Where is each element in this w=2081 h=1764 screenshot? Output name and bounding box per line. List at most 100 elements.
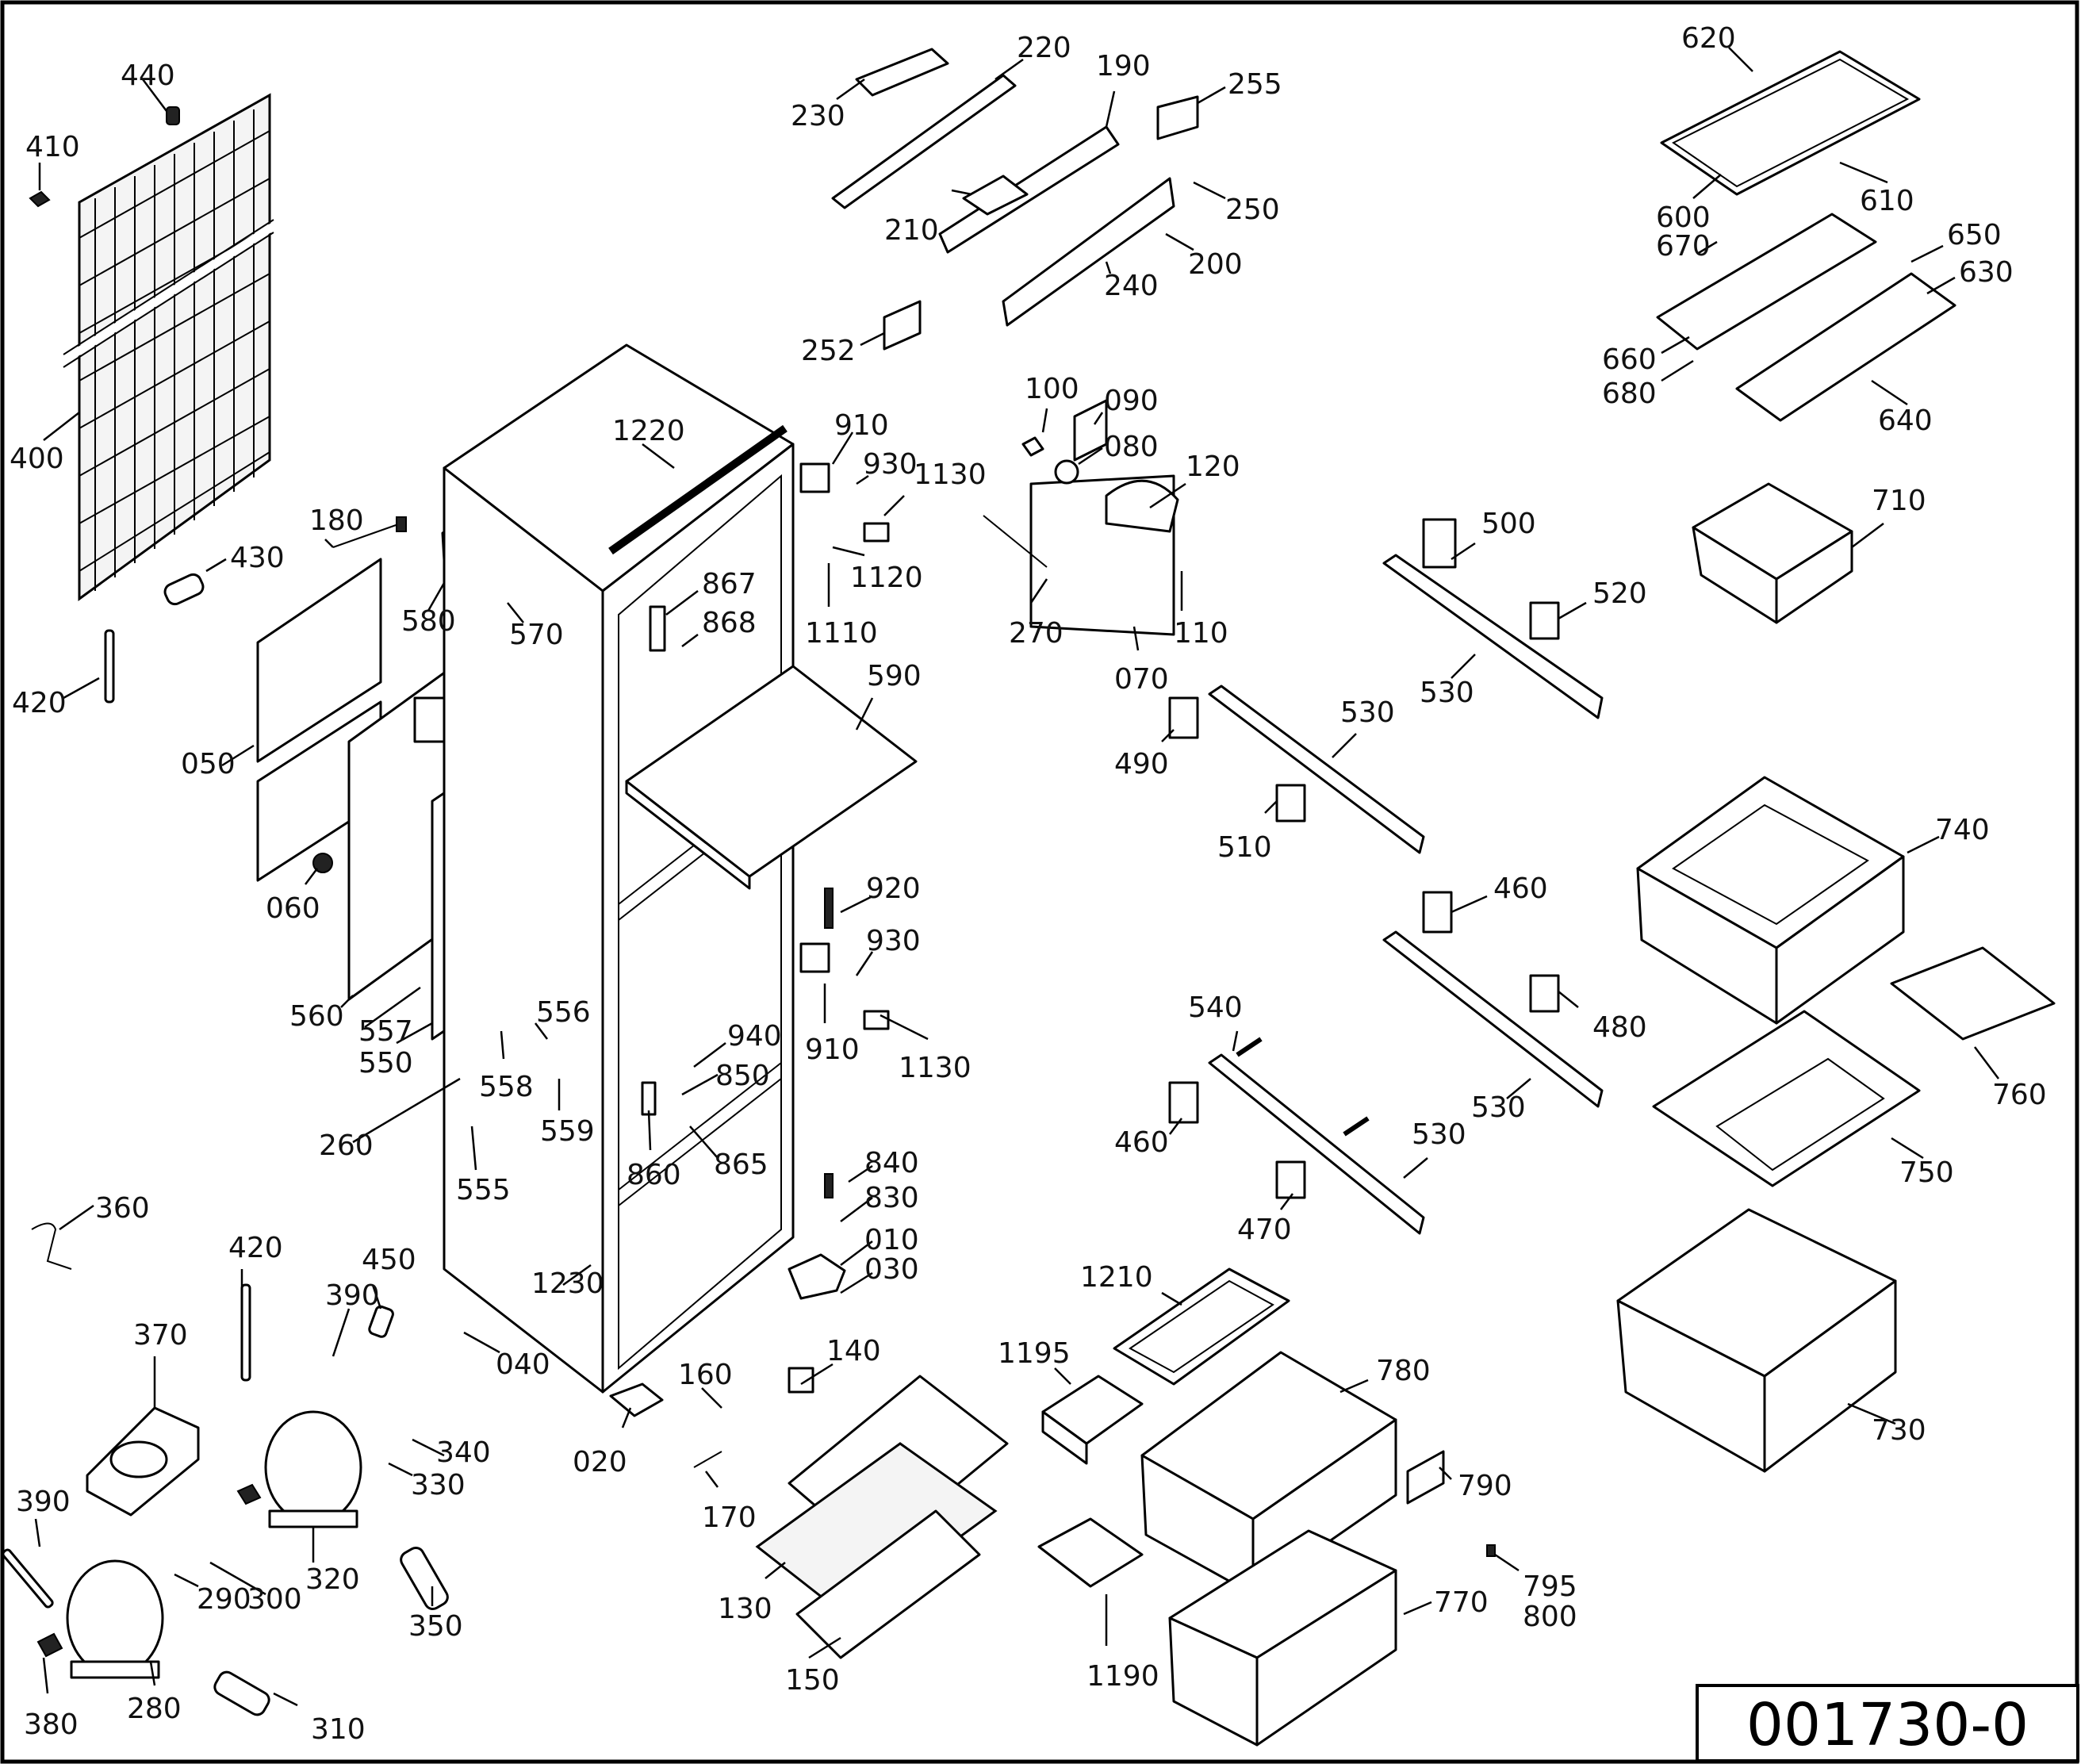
tray-1195 — [1041, 1375, 1144, 1465]
label-795: 795 — [1523, 1570, 1577, 1603]
label-730: 730 — [1872, 1414, 1926, 1447]
label-1190: 1190 — [1086, 1660, 1159, 1693]
ice-tray-1190 — [1037, 1517, 1144, 1588]
label-867: 867 — [702, 568, 757, 600]
label-090: 090 — [1104, 385, 1159, 417]
slide-rail-530-b — [1168, 685, 1425, 854]
label-1195: 1195 — [998, 1337, 1071, 1370]
crisper-740 — [1636, 776, 1905, 1025]
cabinet-body — [443, 343, 795, 1394]
label-530b: 530 — [1340, 696, 1395, 729]
label-430: 430 — [230, 542, 285, 574]
label-1210: 1210 — [1080, 1261, 1153, 1294]
label-1130b: 1130 — [899, 1052, 972, 1084]
label-100: 100 — [1025, 373, 1079, 405]
cover-370 — [86, 1406, 200, 1517]
label-280: 280 — [127, 1693, 182, 1725]
label-930b: 930 — [866, 925, 921, 957]
cover-750-760 — [1652, 946, 2056, 1187]
label-150: 150 — [785, 1664, 840, 1697]
label-840: 840 — [864, 1147, 919, 1179]
label-210: 210 — [884, 214, 939, 247]
label-930a: 930 — [863, 448, 918, 481]
label-640: 640 — [1878, 405, 1933, 437]
label-380: 380 — [24, 1708, 79, 1741]
label-130: 130 — [718, 1593, 772, 1625]
label-558: 558 — [479, 1071, 534, 1103]
label-510: 510 — [1217, 831, 1272, 864]
label-770: 770 — [1434, 1586, 1489, 1619]
label-390a: 390 — [325, 1279, 380, 1312]
label-570: 570 — [509, 619, 564, 651]
label-780: 780 — [1376, 1355, 1431, 1387]
label-660: 660 — [1602, 343, 1657, 376]
label-530c: 530 — [1471, 1091, 1526, 1124]
label-910b: 910 — [805, 1033, 860, 1066]
label-470: 470 — [1237, 1214, 1292, 1246]
label-070: 070 — [1114, 663, 1169, 696]
label-530d: 530 — [1412, 1118, 1466, 1151]
control-panel-assembly — [831, 48, 1199, 351]
label-255: 255 — [1228, 68, 1282, 101]
label-110: 110 — [1174, 617, 1228, 650]
relay-parts — [2, 1222, 449, 1716]
label-1130a: 1130 — [914, 458, 987, 491]
label-710: 710 — [1872, 485, 1926, 517]
slide-rail-530-c — [1382, 891, 1604, 1108]
label-630: 630 — [1959, 256, 2014, 289]
label-230: 230 — [791, 100, 845, 132]
label-160: 160 — [678, 1359, 733, 1391]
evaporator-130 — [693, 1367, 1009, 1659]
label-920: 920 — [866, 872, 921, 905]
label-860: 860 — [627, 1159, 681, 1191]
label-670: 670 — [1656, 230, 1711, 263]
drawing-code: 001730-0 — [1746, 1691, 2029, 1759]
glass-shelf-590 — [625, 665, 918, 890]
drawing-code-box: 001730-0 — [1696, 1684, 2079, 1762]
label-420a: 420 — [12, 687, 67, 719]
label-060: 060 — [266, 892, 320, 925]
label-410: 410 — [25, 131, 80, 163]
label-1120: 1120 — [850, 562, 923, 594]
label-760: 760 — [1992, 1079, 2047, 1111]
label-290: 290 — [197, 1583, 251, 1616]
label-252: 252 — [801, 335, 856, 367]
small-parts-790-800 — [1406, 1450, 1496, 1557]
label-300: 300 — [247, 1583, 302, 1616]
label-555: 555 — [456, 1174, 511, 1206]
label-1220: 1220 — [612, 415, 685, 447]
label-850: 850 — [715, 1060, 770, 1092]
label-170: 170 — [702, 1501, 757, 1534]
label-250: 250 — [1225, 194, 1280, 226]
label-370: 370 — [133, 1319, 188, 1352]
label-040: 040 — [496, 1348, 550, 1381]
label-400: 400 — [10, 443, 64, 475]
leader-lines — [34, 47, 1999, 1707]
label-450: 450 — [362, 1244, 416, 1276]
label-740: 740 — [1935, 814, 1990, 846]
label-270: 270 — [1009, 617, 1063, 650]
label-220: 220 — [1017, 32, 1071, 64]
label-240: 240 — [1104, 270, 1159, 302]
label-790: 790 — [1458, 1470, 1512, 1502]
label-865: 865 — [714, 1149, 768, 1181]
compressor-280 — [66, 1559, 164, 1679]
label-350: 350 — [408, 1610, 463, 1643]
label-320: 320 — [305, 1563, 360, 1596]
label-1230: 1230 — [531, 1267, 604, 1300]
label-490: 490 — [1114, 748, 1169, 780]
crisper-730 — [1616, 1208, 1897, 1473]
label-080: 080 — [1104, 431, 1159, 463]
label-310: 310 — [311, 1713, 366, 1746]
label-260: 260 — [319, 1129, 374, 1162]
label-390b: 390 — [16, 1486, 71, 1518]
glass-shelf-630-640 — [1735, 272, 1956, 422]
label-557: 557 — [358, 1015, 413, 1048]
label-500: 500 — [1481, 508, 1536, 540]
label-190: 190 — [1096, 50, 1151, 82]
tray-1210 — [1113, 1267, 1290, 1386]
glass-shelf-600-620 — [1660, 50, 1921, 196]
label-620: 620 — [1681, 22, 1736, 55]
label-940: 940 — [727, 1020, 782, 1053]
